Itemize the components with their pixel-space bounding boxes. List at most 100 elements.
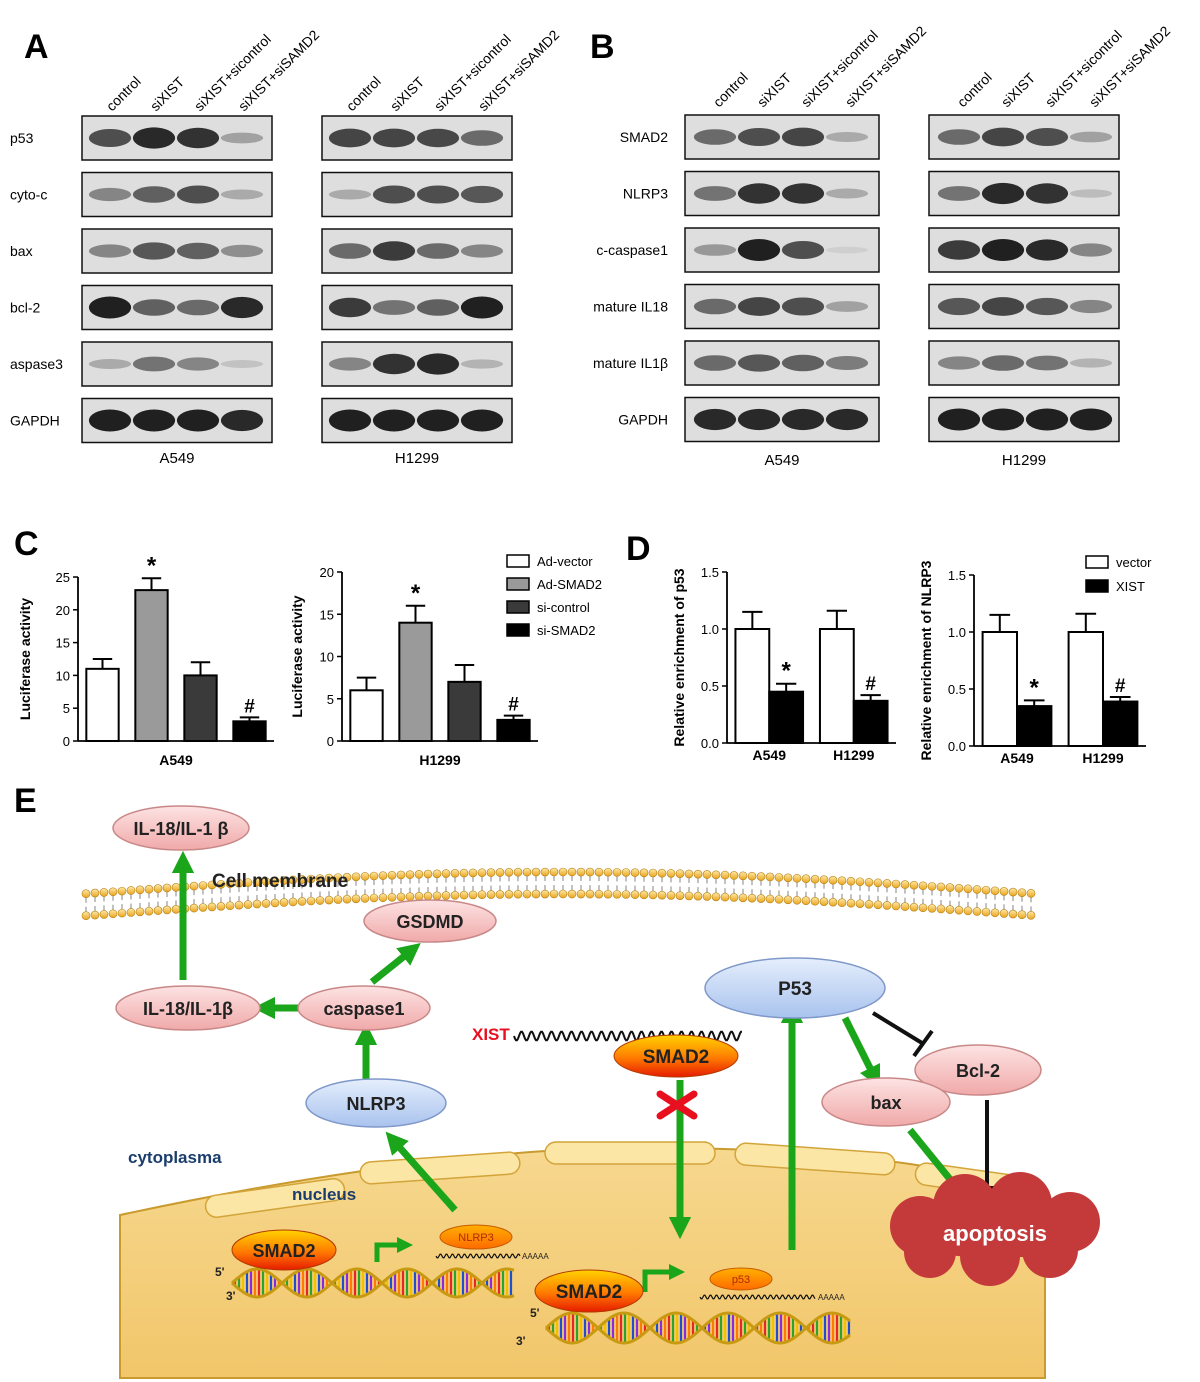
blot-band — [220, 360, 264, 368]
lipid-head — [1008, 909, 1018, 919]
blot-band — [1069, 358, 1113, 368]
lipid-head — [387, 892, 397, 902]
lipid-head — [369, 893, 379, 903]
blot-band — [372, 128, 416, 148]
lipid-head — [108, 887, 118, 897]
y-tick-label: 5 — [63, 701, 70, 716]
lipid-head — [162, 883, 172, 893]
lipid-head — [720, 870, 730, 880]
lipid-head — [648, 868, 658, 878]
blot-band — [693, 244, 737, 256]
lipid-head — [405, 892, 415, 901]
lipid-head — [459, 868, 469, 878]
lipid-head — [450, 869, 460, 878]
blot-band — [372, 409, 416, 432]
lipid-head — [792, 895, 802, 905]
bar — [496, 718, 531, 742]
lipid-head — [765, 894, 775, 904]
blot-band — [220, 189, 264, 200]
blot-band — [460, 296, 504, 319]
legend-swatch — [506, 554, 530, 568]
lipid-head — [918, 903, 928, 913]
legend-label: XIST — [1116, 579, 1145, 594]
lipid-head — [171, 905, 181, 914]
lipid-head — [477, 868, 487, 878]
bar — [232, 720, 267, 743]
p53-mrna-label: p53 — [732, 1274, 750, 1286]
blot-band — [693, 298, 737, 315]
blot-band — [416, 353, 460, 375]
bar — [981, 631, 1018, 747]
lipid-head — [657, 890, 667, 900]
lipid-head — [351, 894, 361, 904]
lipid-head — [774, 873, 784, 882]
blot-band — [176, 357, 220, 371]
lipid-head — [540, 889, 550, 899]
lipid-head — [837, 898, 847, 907]
blot-band — [1069, 408, 1113, 431]
lipid-head — [963, 884, 973, 894]
significance-mark: # — [865, 674, 876, 695]
lipid-head — [603, 867, 613, 877]
blot-band — [1025, 408, 1069, 431]
lipid-head — [783, 873, 793, 883]
blot-row-label: mature IL18 — [593, 299, 668, 315]
lipid-head — [225, 879, 235, 889]
blot-band — [88, 244, 132, 258]
y-tick-label: 5 — [327, 692, 334, 707]
blot-band — [981, 127, 1025, 147]
lipid-head — [873, 900, 883, 910]
blot-band — [1025, 183, 1069, 204]
x-tick-label: H1299 — [1082, 750, 1123, 766]
lipid-head — [936, 882, 946, 892]
lipid-head — [81, 911, 91, 921]
bar — [852, 699, 889, 745]
lipid-head — [333, 873, 343, 882]
lipid-head — [729, 893, 739, 902]
blot-band — [981, 408, 1025, 431]
lipid-head — [360, 894, 370, 903]
node-smad2-mid-shape — [534, 1269, 644, 1313]
blot-band — [937, 129, 981, 145]
blot-band — [220, 244, 264, 258]
legend-label: Ad-vector — [537, 554, 593, 569]
lipid-head — [558, 889, 568, 899]
lipid-head — [846, 876, 856, 886]
lane-label: siXIST — [754, 69, 795, 110]
significance-mark: * — [147, 552, 157, 579]
lipid-head — [711, 892, 721, 902]
lipid-head — [531, 867, 541, 877]
lipid-head — [999, 909, 1009, 918]
blot-row-label: GAPDH — [618, 412, 668, 428]
blot-band — [416, 299, 460, 316]
lipid-head — [234, 900, 244, 910]
lipid-head — [756, 894, 766, 903]
blocked-icon — [656, 1090, 698, 1120]
nlrp3-mrna-shape — [439, 1224, 513, 1250]
transcription-arrows — [374, 1236, 686, 1292]
blot-band — [737, 408, 781, 431]
lipid-head — [783, 895, 793, 905]
lipid-head — [315, 874, 325, 883]
cell-line-label: A549 — [159, 450, 194, 467]
lipid-head — [549, 867, 559, 877]
blot-band — [781, 183, 825, 204]
blot-band — [328, 357, 372, 371]
blot-row-label: NLRP3 — [623, 186, 668, 202]
lipid-head — [378, 893, 388, 902]
blot-row-label: aspase3 — [10, 356, 63, 372]
lipid-head — [747, 871, 757, 881]
lipid-head — [198, 903, 208, 912]
lipid-head — [756, 872, 766, 881]
lipid-head — [621, 868, 631, 877]
lipid-head — [837, 876, 847, 885]
lipid-head — [414, 870, 424, 879]
blot-band — [693, 129, 737, 145]
blot-row-label: SMAD2 — [620, 129, 668, 145]
rna-wave — [513, 1030, 742, 1042]
lipid-head — [774, 895, 784, 904]
lipid-head — [297, 875, 307, 884]
lipid-head — [144, 906, 154, 916]
blot-band — [220, 296, 264, 319]
